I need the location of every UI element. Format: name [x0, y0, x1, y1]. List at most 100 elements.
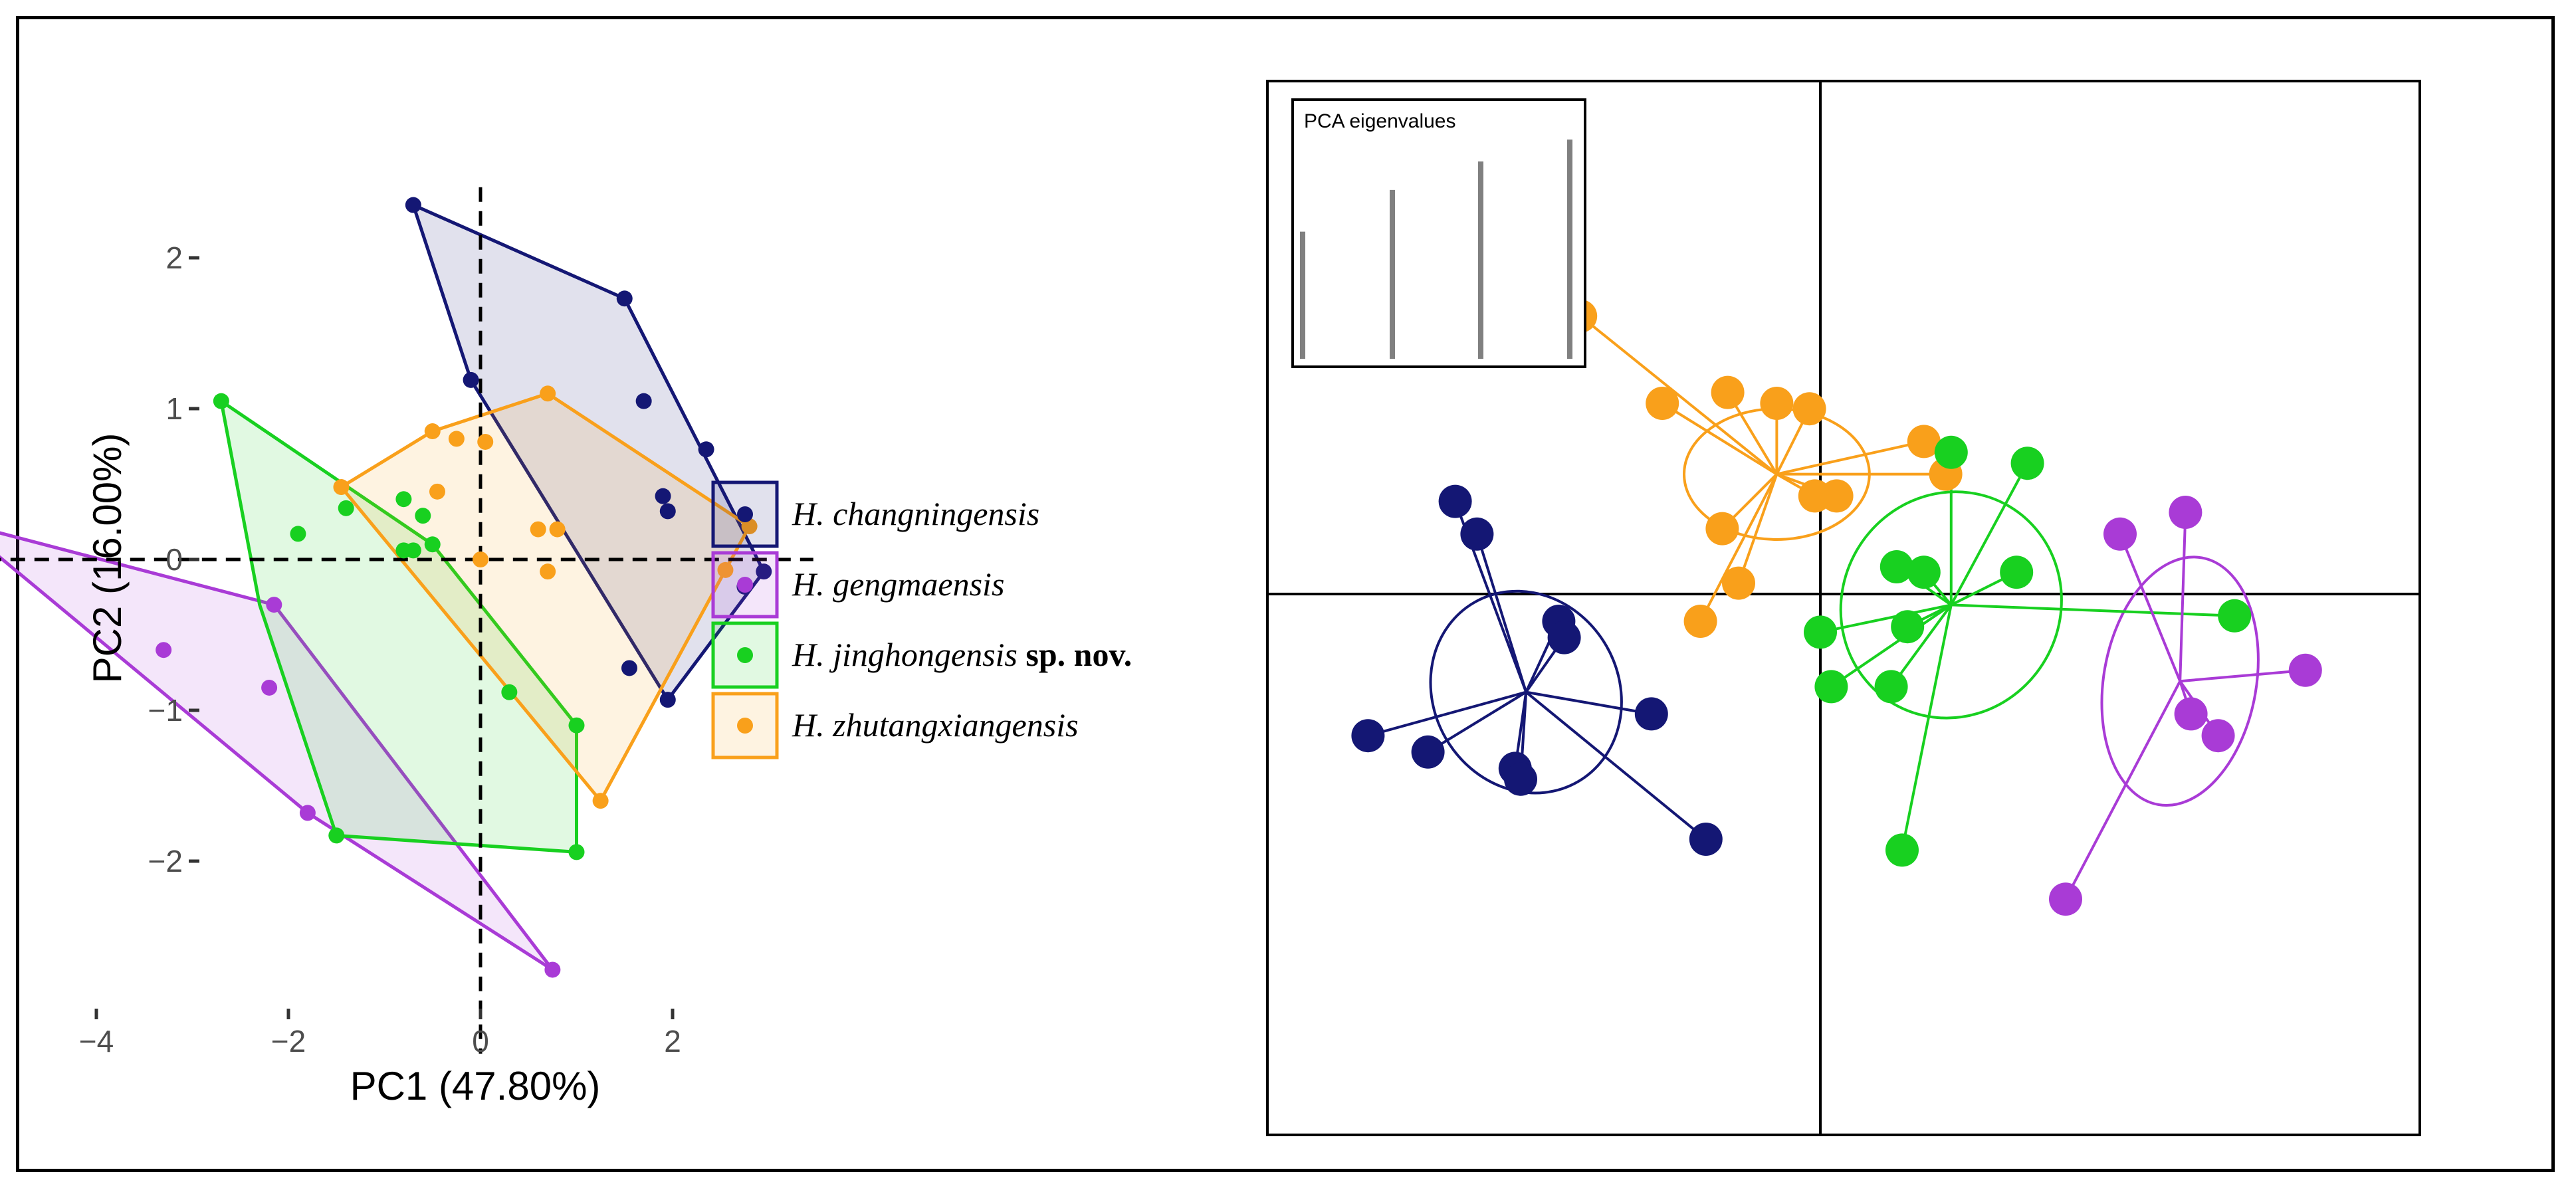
point-gengmaensis — [544, 961, 561, 978]
point-zhutangxiangensis — [1711, 375, 1745, 409]
point-jinghongensis — [290, 526, 306, 542]
legend-label: H. zhutangxiangensis — [792, 706, 1079, 744]
legend-label: H. jinghongensis sp. nov. — [792, 636, 1132, 673]
x-axis-title: PC1 (47.80%) — [350, 1064, 601, 1108]
x-tick-label: −4 — [79, 1024, 114, 1058]
point-changningensis — [698, 441, 714, 458]
point-gengmaensis — [2201, 719, 2235, 753]
spokes-layer — [1367, 315, 2306, 900]
point-gengmaensis — [2049, 882, 2082, 916]
point-zhutangxiangensis — [429, 483, 445, 500]
legend-species-name: H. gengmaensis — [792, 565, 1004, 603]
figure-border — [16, 16, 2555, 1172]
point-jinghongensis — [2218, 599, 2252, 633]
x-tick-label: −2 — [271, 1024, 306, 1058]
point-changningensis — [405, 197, 421, 213]
legend-key-dot — [737, 577, 753, 593]
point-zhutangxiangensis — [473, 551, 488, 567]
point-gengmaensis — [266, 597, 282, 613]
reference-lines — [1267, 81, 2420, 1135]
legend-item-jinghongensis: H. jinghongensis sp. nov. — [711, 621, 1132, 689]
spoke-jinghongensis — [1950, 462, 2029, 606]
point-changningensis — [756, 563, 772, 580]
ellipse-changningensis — [1429, 589, 1623, 795]
plot-frame — [1266, 80, 2421, 1136]
point-jinghongensis — [501, 684, 518, 700]
ellipse-jinghongensis — [1839, 490, 2063, 720]
point-gengmaensis — [2174, 697, 2208, 731]
inset-title: PCA eigenvalues — [1304, 110, 1456, 132]
point-zhutangxiangensis — [1705, 512, 1739, 546]
point-changningensis — [1547, 621, 1581, 654]
point-zhutangxiangensis — [1683, 605, 1717, 638]
spoke-jinghongensis — [1830, 603, 1952, 688]
spoke-jinghongensis — [1889, 604, 1953, 688]
point-zhutangxiangensis — [1820, 479, 1854, 513]
point-jinghongensis — [415, 508, 431, 524]
point-changningensis — [655, 488, 671, 504]
points-layer — [156, 197, 772, 978]
y-axis-title: PC2 (16.00%) — [85, 433, 130, 684]
spoke-gengmaensis — [2119, 534, 2182, 682]
point-changningensis — [659, 503, 676, 520]
ellipse-gengmaensis — [2100, 555, 2260, 807]
spoke-changningensis — [1427, 690, 1527, 753]
point-zhutangxiangensis — [448, 431, 465, 447]
point-zhutangxiangensis — [477, 433, 494, 450]
point-zhutangxiangensis — [1722, 566, 1755, 600]
point-changningensis — [463, 371, 479, 388]
point-zhutangxiangensis — [1760, 387, 1794, 420]
point-zhutangxiangensis — [1792, 392, 1826, 426]
point-gengmaensis — [299, 805, 316, 821]
legend-key-dot — [737, 506, 753, 522]
y-tick-label: 0 — [165, 542, 183, 577]
spoke-zhutangxiangensis — [1579, 315, 1778, 476]
spoke-jinghongensis — [1820, 603, 1952, 634]
reference-lines — [0, 187, 813, 1054]
legend-key-dot — [737, 718, 753, 734]
legend: H. changningensis H. gengmaensis H. jingho… — [711, 480, 1132, 759]
point-jinghongensis — [2010, 447, 2044, 480]
spoke-zhutangxiangensis — [1699, 473, 1778, 622]
legend-species-name: H. changningensis — [792, 495, 1039, 532]
spoke-zhutangxiangensis — [1737, 473, 1778, 584]
y-tick-label: 2 — [165, 241, 183, 275]
x-tick-label: 2 — [664, 1024, 681, 1058]
spoke-changningensis — [1525, 690, 1652, 716]
x-tick-label: 0 — [472, 1024, 489, 1058]
point-zhutangxiangensis — [549, 521, 566, 538]
point-jinghongensis — [1804, 615, 1837, 649]
point-jinghongensis — [568, 717, 585, 734]
point-zhutangxiangensis — [1646, 387, 1679, 420]
point-jinghongensis — [338, 500, 354, 516]
legend-species-name: H. jinghongensis — [792, 636, 1018, 673]
point-jinghongensis — [424, 536, 441, 553]
spoke-jinghongensis — [1901, 605, 1953, 851]
point-gengmaensis — [2169, 496, 2202, 529]
inset-frame — [1291, 98, 1586, 368]
spoke-gengmaensis — [2180, 668, 2306, 683]
hull-layer — [0, 203, 766, 971]
point-jinghongensis — [328, 827, 345, 844]
point-gengmaensis — [261, 679, 278, 696]
y-tick-label: −2 — [148, 844, 183, 878]
point-jinghongensis — [405, 542, 421, 559]
point-changningensis — [621, 660, 637, 676]
point-changningensis — [1504, 762, 1537, 796]
point-zhutangxiangensis — [333, 479, 350, 496]
point-changningensis — [635, 393, 652, 409]
point-changningensis — [1351, 719, 1385, 753]
point-changningensis — [1411, 735, 1445, 769]
point-gengmaensis — [2288, 653, 2322, 687]
point-jinghongensis — [395, 491, 412, 508]
spoke-zhutangxiangensis — [1776, 440, 1925, 476]
point-gengmaensis — [156, 642, 172, 658]
point-changningensis — [616, 290, 633, 307]
spoke-zhutangxiangensis — [1662, 402, 1778, 476]
point-changningensis — [659, 692, 676, 708]
point-zhutangxiangensis — [717, 561, 734, 578]
point-zhutangxiangensis — [1907, 425, 1941, 458]
spoke-changningensis — [1525, 691, 1707, 841]
